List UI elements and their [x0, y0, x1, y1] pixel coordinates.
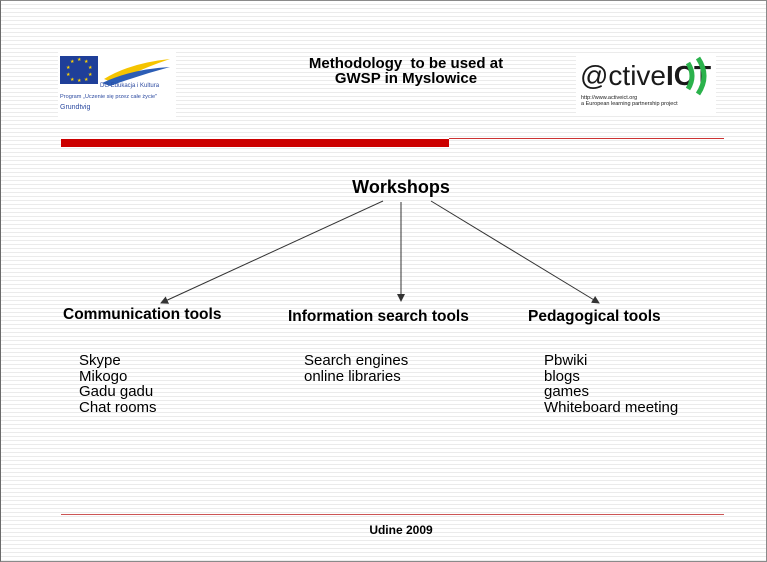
list-item: Gadu gadu: [79, 383, 154, 400]
red-divider-bar: [61, 139, 449, 147]
activeict-logo: @ctiveICT http://www.activeict.org a Eur…: [576, 53, 716, 115]
eu-logo: ★ ★ ★ ★ ★ ★ ★ ★ ★ ★ DG Edukacja i Kultur…: [58, 51, 176, 119]
title-line-2: GWSP in Myslowice: [334, 70, 478, 87]
list-item: Skype: [79, 352, 121, 369]
branch-title-communication: Communication tools: [63, 306, 222, 323]
root-node-workshops: Workshops: [352, 177, 450, 197]
footer-divider: [61, 514, 724, 515]
arrow-to-communication: [160, 200, 384, 304]
branch-list-pedagogical: Pbwiki blogs games Whiteboard meeting: [544, 353, 678, 415]
signal-waves-icon: [685, 56, 707, 96]
list-item: games: [544, 383, 590, 400]
swoosh-icon: [102, 59, 170, 86]
list-item: online libraries: [304, 367, 401, 385]
page-title: Methodology to be used at GWSP in Myslow…: [241, 56, 571, 86]
title-line-1: Methodology to be used at: [308, 55, 504, 72]
branch-list-information: Search engines online libraries: [304, 353, 408, 384]
list-item: Mikogo: [79, 367, 128, 385]
list-item: Pbwiki: [544, 352, 588, 369]
branch-list-communication: Skype Mikogo Gadu gadu Chat rooms: [79, 353, 157, 415]
list-item: Whiteboard meeting: [544, 398, 679, 416]
red-divider-line: [449, 138, 724, 139]
footer-text: Udine 2009: [369, 523, 433, 537]
list-item: Search engines: [304, 352, 409, 369]
arrow-to-pedagogical: [430, 200, 600, 304]
branch-title-pedagogical: Pedagogical tools: [528, 308, 661, 325]
activeict-url: http://www.activeict.org: [581, 95, 638, 101]
eu-dg-text: DG Edukacja i Kultura: [100, 83, 160, 89]
activeict-tagline: a European learning partnership project: [581, 101, 678, 107]
list-item: blogs: [544, 367, 580, 385]
eu-grundtvig-text: Grundtvig: [60, 104, 91, 111]
list-item: Chat rooms: [79, 398, 157, 416]
eu-program-text: Program „Uczenie się przez całe życie": [60, 94, 158, 100]
activeict-prefix: @ctive: [580, 60, 666, 91]
branch-title-information: Information search tools: [288, 308, 469, 325]
eu-flag-icon: ★ ★ ★ ★ ★ ★ ★ ★ ★ ★: [60, 56, 98, 84]
